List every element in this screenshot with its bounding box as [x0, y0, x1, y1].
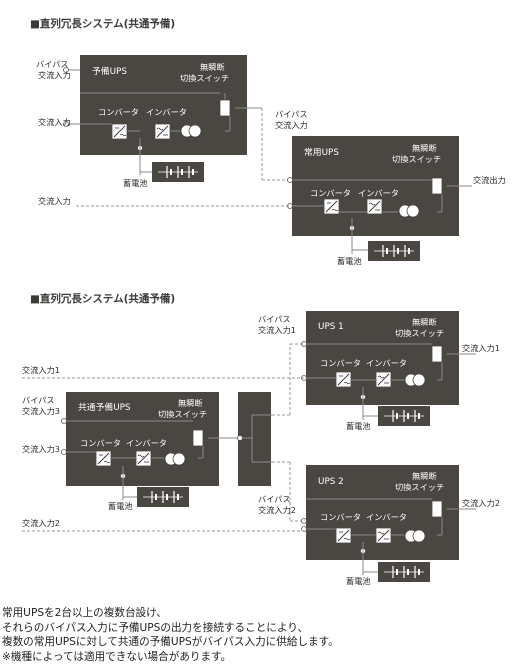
ac-output-label: 交流出力 [473, 175, 506, 185]
ac-bypass-3-label-1: バイパス [22, 395, 55, 405]
ups1-switch-label-1: 無瞬断 [412, 317, 437, 327]
ups2-name: UPS 2 [318, 477, 344, 487]
description-text: 常用UPSを2台以上の複数台設け、 それらのバイパス入力に予備UPSの出力を接続… [2, 606, 518, 664]
ups2-bypass-label-2: 交流入力2 [258, 505, 296, 515]
ac-input-2-label: 交流入力2 [22, 518, 60, 528]
ups2-inverter-label: インバータ [366, 512, 407, 522]
ups1-switch-label-2: 切換スイッチ [395, 328, 444, 338]
ups1-bypass-label-2: 交流入力1 [258, 325, 296, 335]
ups1: UPS 1 無瞬断 切換スイッチ コンバータ インバータ [301, 311, 476, 405]
standby-ups-name: 予備UPS [92, 65, 127, 77]
ups1-output-label: 交流入力1 [462, 343, 500, 353]
ac-input-1-label: 交流入力1 [22, 365, 60, 375]
ups2-battery-label: 蓄電池 [346, 576, 371, 586]
ac-input-3-label: 交流入力3 [22, 444, 60, 454]
description-line: それらのバイパス入力に予備UPSの出力を接続することにより、 [2, 621, 309, 634]
ac-bypass-3-label-2: 交流入力3 [22, 406, 60, 416]
standby-switch-label-2: 切換スイッチ [180, 73, 229, 83]
ups2-switch-label-1: 無瞬断 [412, 471, 437, 481]
common-ups-name: 共通予備UPS [78, 401, 131, 413]
ups1-battery-icon [377, 405, 431, 427]
ups2-battery-icon [377, 561, 431, 583]
common-inverter-icon [135, 450, 152, 467]
ups1-name: UPS 1 [318, 322, 344, 332]
standby-battery-label: 蓄電池 [123, 178, 148, 188]
ups2-output-label: 交流入力2 [462, 498, 500, 508]
common-battery-icon [136, 486, 190, 508]
main-inverter-icon [366, 198, 383, 215]
ups1-inverter-icon [375, 371, 392, 388]
main-battery-label: 蓄電池 [337, 256, 362, 266]
ups2-switch-label-2: 切換スイッチ [395, 482, 444, 492]
common-switch-label-1: 無瞬断 [178, 398, 203, 408]
main-ups: 常用UPS 無瞬断 切換スイッチ コンバータ インバータ [287, 136, 472, 236]
standby-transformer-icon [180, 124, 202, 138]
standby-battery-icon [151, 161, 205, 183]
ups2-switch-icon [431, 500, 443, 518]
distribution-panel [238, 392, 271, 486]
common-converter-icon [95, 450, 112, 467]
ups1-switch-icon [431, 345, 443, 363]
main-ups-name: 常用UPS [304, 146, 339, 158]
diagram2-title: ■直列冗長システム(共通予備) [30, 292, 175, 305]
standby-converter-icon [111, 123, 128, 140]
standby-switch-icon [219, 99, 231, 117]
ups1-transformer-icon [404, 373, 426, 387]
main-inverter-label: インバータ [358, 188, 399, 198]
ups2-converter-label: コンバータ [320, 512, 361, 522]
main-switch-icon [431, 177, 443, 195]
bypass-input-label-1: バイパス [36, 59, 69, 69]
main-ac-input-label: 交流入力 [38, 196, 71, 206]
ups1-bypass-label-1: バイパス [258, 314, 291, 324]
ups1-battery-label: 蓄電池 [346, 421, 371, 431]
ups2-converter-icon [335, 527, 352, 544]
ups1-inverter-label: インバータ [366, 358, 407, 368]
common-ups: 共通予備UPS 無瞬断 切換スイッチ コンバータ インバータ [61, 392, 240, 486]
ups2-transformer-icon [404, 529, 426, 543]
standby-converter-label: コンバータ [98, 107, 139, 117]
main-bypass-label-2: 交流入力 [275, 120, 308, 130]
common-switch-icon [192, 429, 204, 447]
ups1-converter-icon [335, 371, 352, 388]
description-line: 複数の常用UPSに対して共通の予備UPSがバイパス入力に供給します。 [2, 636, 339, 648]
ups2-bypass-label-1: バイパス [258, 494, 291, 504]
main-transformer-icon [398, 204, 420, 218]
diagram1-title: ■直列冗長システム(共通予備) [30, 17, 175, 30]
main-switch-label-1: 無瞬断 [412, 143, 437, 153]
main-converter-icon [323, 198, 340, 215]
standby-inverter-icon [154, 123, 171, 140]
description-line: 常用UPSを2台以上の複数台設け、 [2, 607, 167, 619]
main-bypass-label-1: バイパス [275, 109, 308, 119]
main-switch-label-2: 切換スイッチ [392, 154, 441, 164]
standby-ups: 予備UPS 無瞬断 切換スイッチ コンバータ インバータ [63, 55, 262, 155]
description-note: ※機種によっては適用できない場合があります。 [2, 650, 232, 663]
bypass-input-label-2: 交流入力 [38, 70, 71, 80]
ups2: UPS 2 無瞬断 切換スイッチ コンバータ インバータ [301, 465, 476, 560]
ups1-converter-label: コンバータ [320, 358, 361, 368]
common-inverter-label: インバータ [126, 438, 167, 448]
common-battery-label: 蓄電池 [108, 501, 133, 511]
standby-ac-input-label: 交流入力 [38, 117, 71, 127]
standby-switch-label-1: 無瞬断 [200, 62, 225, 72]
common-transformer-icon [164, 452, 186, 466]
common-switch-label-2: 切換スイッチ [158, 409, 207, 419]
common-converter-label: コンバータ [80, 438, 121, 448]
main-converter-label: コンバータ [310, 188, 351, 198]
standby-inverter-label: インバータ [146, 107, 187, 117]
main-battery-icon [367, 240, 421, 262]
ups2-inverter-icon [375, 527, 392, 544]
